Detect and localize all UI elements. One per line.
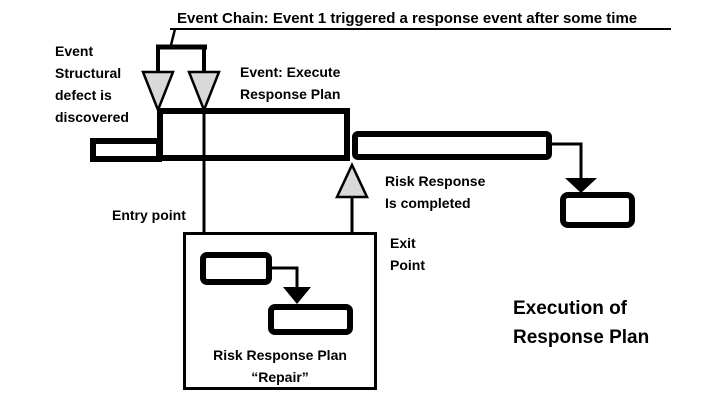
down-arrow-icon [141,70,175,114]
dependency-connector [551,142,583,180]
task-bar-main-event [157,108,350,161]
repair-plan-line: Risk Response Plan [213,347,347,363]
task-bar-response [352,131,552,160]
execute-plan-line: Event: Execute [240,64,341,80]
down-arrow-icon [187,70,221,114]
structural-defect-line: Event [55,43,94,59]
risk-completed-line: Is completed [385,195,471,211]
repair-task-bar-2 [268,304,353,335]
execution-label: Execution of Response Plan [513,294,649,352]
down-arrow-icon [565,178,597,193]
structural-defect-line: Structural [55,65,122,81]
structural-defect-line: discovered [55,109,129,125]
execute-plan-line: Response Plan [240,86,341,102]
exit-point-line-text: Exit [390,235,416,251]
repair-plan-line: “Repair” [251,369,309,385]
execution-line: Execution of [513,298,628,319]
exit-point-label: Exit Point [390,232,425,276]
exit-point-line-text: Point [390,257,425,273]
execute-plan-label: Event: Execute Response Plan [240,61,340,105]
repair-plan-label: Risk Response Plan “Repair” [183,344,377,388]
title-callout-line [169,28,177,46]
risk-completed-line: Risk Response [385,173,486,189]
structural-defect-label: Event Structural defect is discovered [55,40,129,128]
execution-line: Response Plan [513,327,650,348]
task-bar-successor [560,192,635,228]
up-arrow-icon [335,162,369,199]
structural-defect-line: defect is [55,87,112,103]
risk-completed-label: Risk Response Is completed [385,170,485,214]
repair-task-bar-1 [200,252,272,285]
entry-point-label: Entry point [112,207,186,223]
task-bar-precursor [90,138,162,162]
slide-title: Event Chain: Event 1 triggered a respons… [170,10,671,30]
